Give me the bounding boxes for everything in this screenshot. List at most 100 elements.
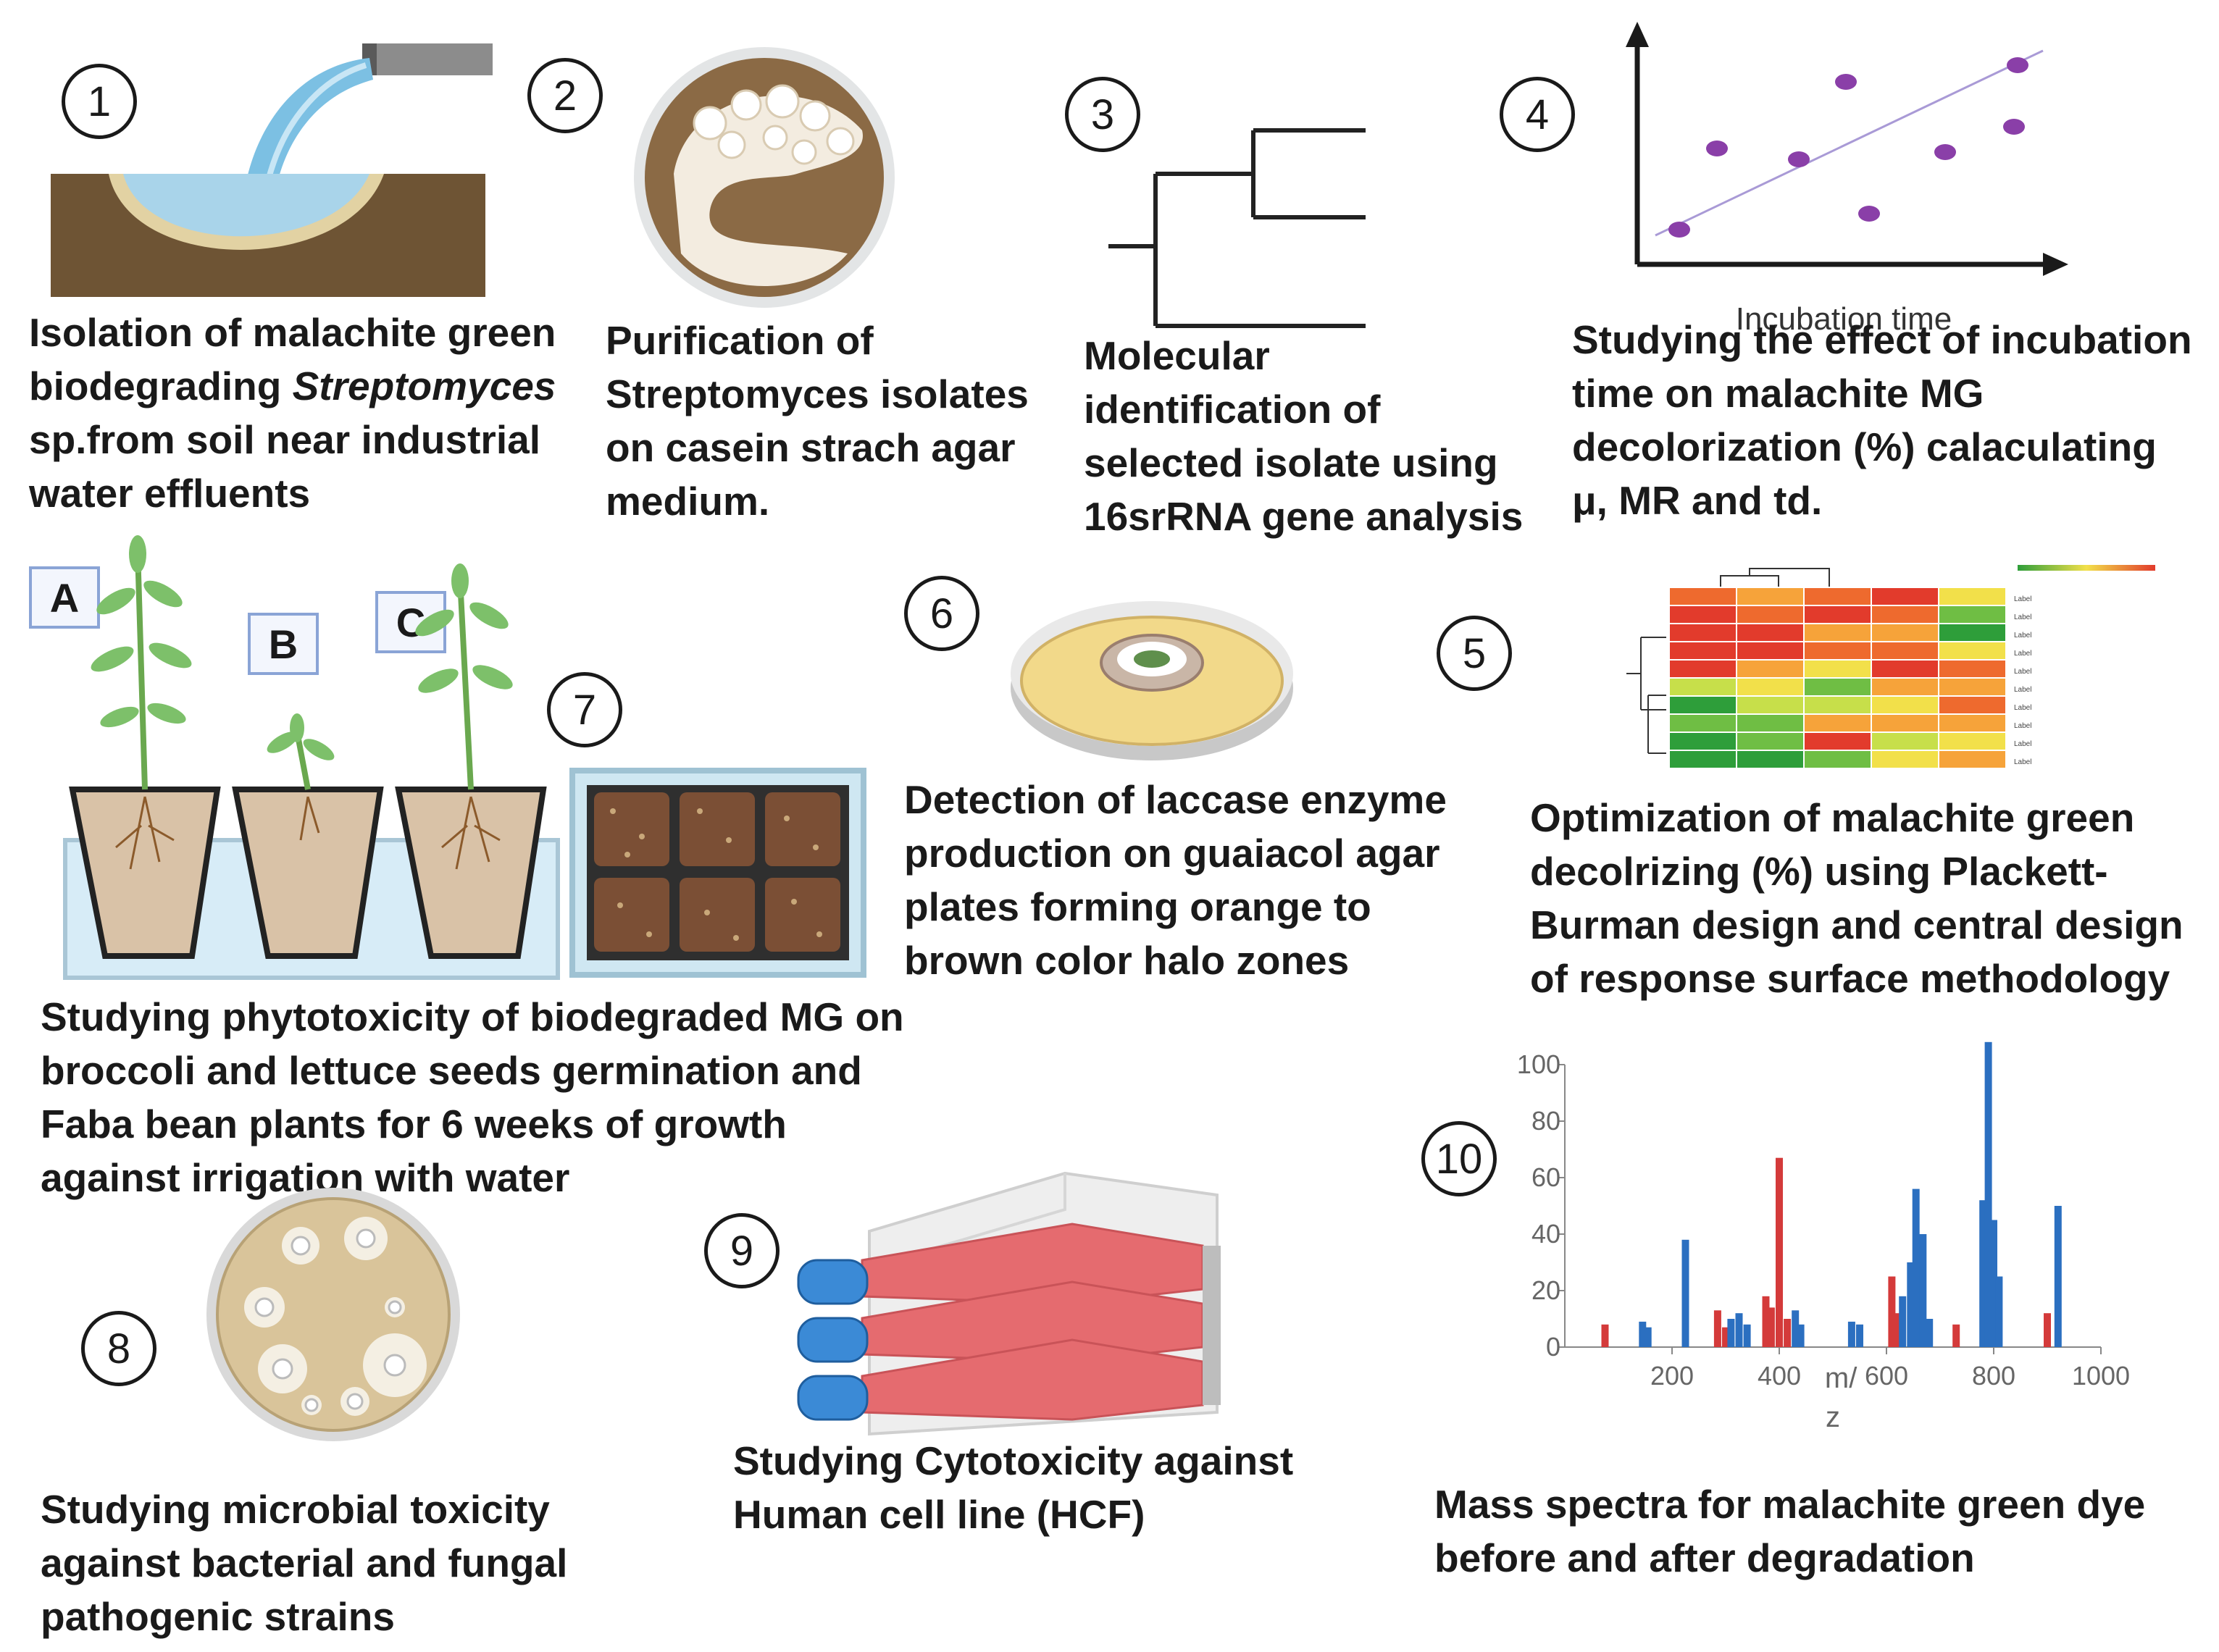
flask-caps bbox=[797, 1259, 869, 1421]
step-number-badge: 8 bbox=[81, 1311, 156, 1386]
spectrum-bar bbox=[1767, 1307, 1775, 1347]
step-number-badge: 4 bbox=[1500, 77, 1575, 152]
spectrum-bar bbox=[1681, 1239, 1689, 1347]
seed-germination-tray bbox=[569, 768, 866, 978]
plant-tag-b: B bbox=[248, 613, 319, 675]
heatmap-cell bbox=[1872, 679, 1938, 695]
heatmap-cell bbox=[1737, 715, 1803, 731]
y-tick-label: 0 bbox=[1546, 1332, 1560, 1362]
heatmap-cell bbox=[1805, 697, 1871, 713]
step-number-badge: 1 bbox=[62, 64, 137, 139]
heatmap-cell bbox=[1737, 588, 1803, 605]
heatmap-cell bbox=[1872, 624, 1938, 641]
heatmap-cell bbox=[1805, 733, 1871, 750]
flask-layers bbox=[861, 1223, 1221, 1421]
heatmap-cell bbox=[1939, 751, 2005, 768]
spectrum-bar bbox=[1722, 1327, 1729, 1347]
heatmap-cell bbox=[1939, 624, 2005, 641]
heatmap-cell bbox=[1939, 588, 2005, 605]
heatmap-cell bbox=[1939, 715, 2005, 731]
svg-text:Label: Label bbox=[2014, 650, 2031, 658]
heatmap-cell bbox=[1737, 642, 1803, 659]
soil-water-illustration bbox=[51, 43, 493, 297]
spectrum-bar bbox=[1713, 1310, 1721, 1347]
heatmap-cell bbox=[1670, 679, 1736, 695]
y-tick-label: 60 bbox=[1531, 1162, 1560, 1192]
guaiacol-agar-plate bbox=[1011, 601, 1293, 760]
y-tick-label: 40 bbox=[1531, 1219, 1560, 1249]
spectrum-bar bbox=[1601, 1324, 1609, 1347]
step-10-caption: Mass spectra for malachite green dye bef… bbox=[1434, 1482, 2146, 1580]
step-number-badge: 7 bbox=[547, 672, 622, 747]
heatmap-cell bbox=[1737, 697, 1803, 713]
trend-line bbox=[1655, 49, 2044, 237]
heatmap-cell bbox=[1805, 679, 1871, 695]
phylogenetic-tree bbox=[1108, 128, 1366, 328]
svg-text:Label: Label bbox=[2014, 668, 2031, 676]
heatmap-cell bbox=[1872, 751, 1938, 768]
spectrum-bar bbox=[1952, 1324, 1960, 1347]
heatmap-cell bbox=[1872, 661, 1938, 677]
petri-dish-colonies bbox=[634, 47, 895, 308]
heatmap-cell bbox=[1737, 606, 1803, 623]
heatmap-cell bbox=[1670, 624, 1736, 641]
spectrum-bar bbox=[1792, 1310, 1800, 1347]
step-number-badge: 5 bbox=[1437, 616, 1512, 691]
step-number-badge: 6 bbox=[904, 576, 979, 651]
svg-text:Label: Label bbox=[2014, 686, 2031, 694]
heatmap-cell bbox=[1737, 751, 1803, 768]
step-number-badge: 2 bbox=[527, 58, 603, 133]
heatmap-cell bbox=[1805, 715, 1871, 731]
step-number-badge: 9 bbox=[704, 1213, 780, 1288]
cell-culture-flasks bbox=[797, 1171, 1221, 1436]
svg-text:Label: Label bbox=[2014, 595, 2031, 603]
step-7-caption: Studying phytotoxicity of biodegraded MG… bbox=[41, 994, 904, 1200]
heatmap-cell bbox=[1939, 733, 2005, 750]
spectrum-bar bbox=[1919, 1234, 1927, 1347]
y-tick-label: 100 bbox=[1517, 1049, 1560, 1079]
step-2-caption: Purification of Streptomyces isolates on… bbox=[606, 318, 1029, 524]
x-axis-label: Incubation time bbox=[1736, 301, 1952, 337]
step-3-caption: Molecular identification of selected iso… bbox=[1084, 333, 1524, 539]
heatmap-cell bbox=[1805, 661, 1871, 677]
spectrum-bar bbox=[1797, 1324, 1805, 1347]
heatmap-cell bbox=[1737, 679, 1803, 695]
spectrum-bar bbox=[1888, 1276, 1896, 1347]
svg-text:Label: Label bbox=[2014, 722, 2031, 730]
spectrum-bar bbox=[1979, 1200, 1987, 1347]
heatmap-cell bbox=[1805, 642, 1871, 659]
step-number-badge: 3 bbox=[1065, 77, 1140, 152]
spectrum-bar bbox=[1847, 1321, 1855, 1347]
toxicity-petri-dish bbox=[206, 1188, 460, 1441]
spectrum-bar bbox=[1907, 1262, 1915, 1347]
heatmap-cell bbox=[1670, 642, 1736, 659]
spectrum-bar bbox=[1926, 1319, 1934, 1347]
step-5-caption: Optimization of malachite green decolriz… bbox=[1530, 795, 2184, 1001]
spectrum-bar bbox=[1743, 1324, 1751, 1347]
step-6-caption: Detection of laccase enzyme production o… bbox=[904, 777, 1447, 983]
x-axis-label-bottom: z bbox=[1826, 1401, 1840, 1433]
spectrum-bar bbox=[1762, 1296, 1770, 1347]
heatmap-cell bbox=[1805, 588, 1871, 605]
heatmap-cell bbox=[1939, 642, 2005, 659]
svg-text:Label: Label bbox=[2014, 740, 2031, 748]
heatmap-cell bbox=[1670, 697, 1736, 713]
spectrum-bar bbox=[1995, 1276, 2003, 1347]
inhibition-zones bbox=[244, 1217, 427, 1416]
step-8-caption: Studying microbial toxicity against bact… bbox=[41, 1487, 568, 1639]
x-tick-label: 400 bbox=[1758, 1361, 1801, 1391]
heatmap-cell bbox=[1939, 697, 2005, 713]
incubation-scatter-plot: Incubation time bbox=[1626, 22, 2068, 337]
spectrum-bar bbox=[2054, 1206, 2062, 1347]
svg-text:Label: Label bbox=[2014, 758, 2031, 766]
heatmap-cell bbox=[1670, 715, 1736, 731]
heatmap-cell bbox=[1737, 733, 1803, 750]
plant-pots-illustration bbox=[63, 535, 560, 980]
y-tick-label: 20 bbox=[1531, 1275, 1560, 1305]
water-stream bbox=[246, 58, 373, 192]
pipe bbox=[362, 43, 493, 75]
step-4-caption: Studying the effect of incubation time o… bbox=[1572, 317, 2192, 523]
x-tick-label: 800 bbox=[1972, 1361, 2015, 1391]
heatmap-cell bbox=[1872, 697, 1938, 713]
